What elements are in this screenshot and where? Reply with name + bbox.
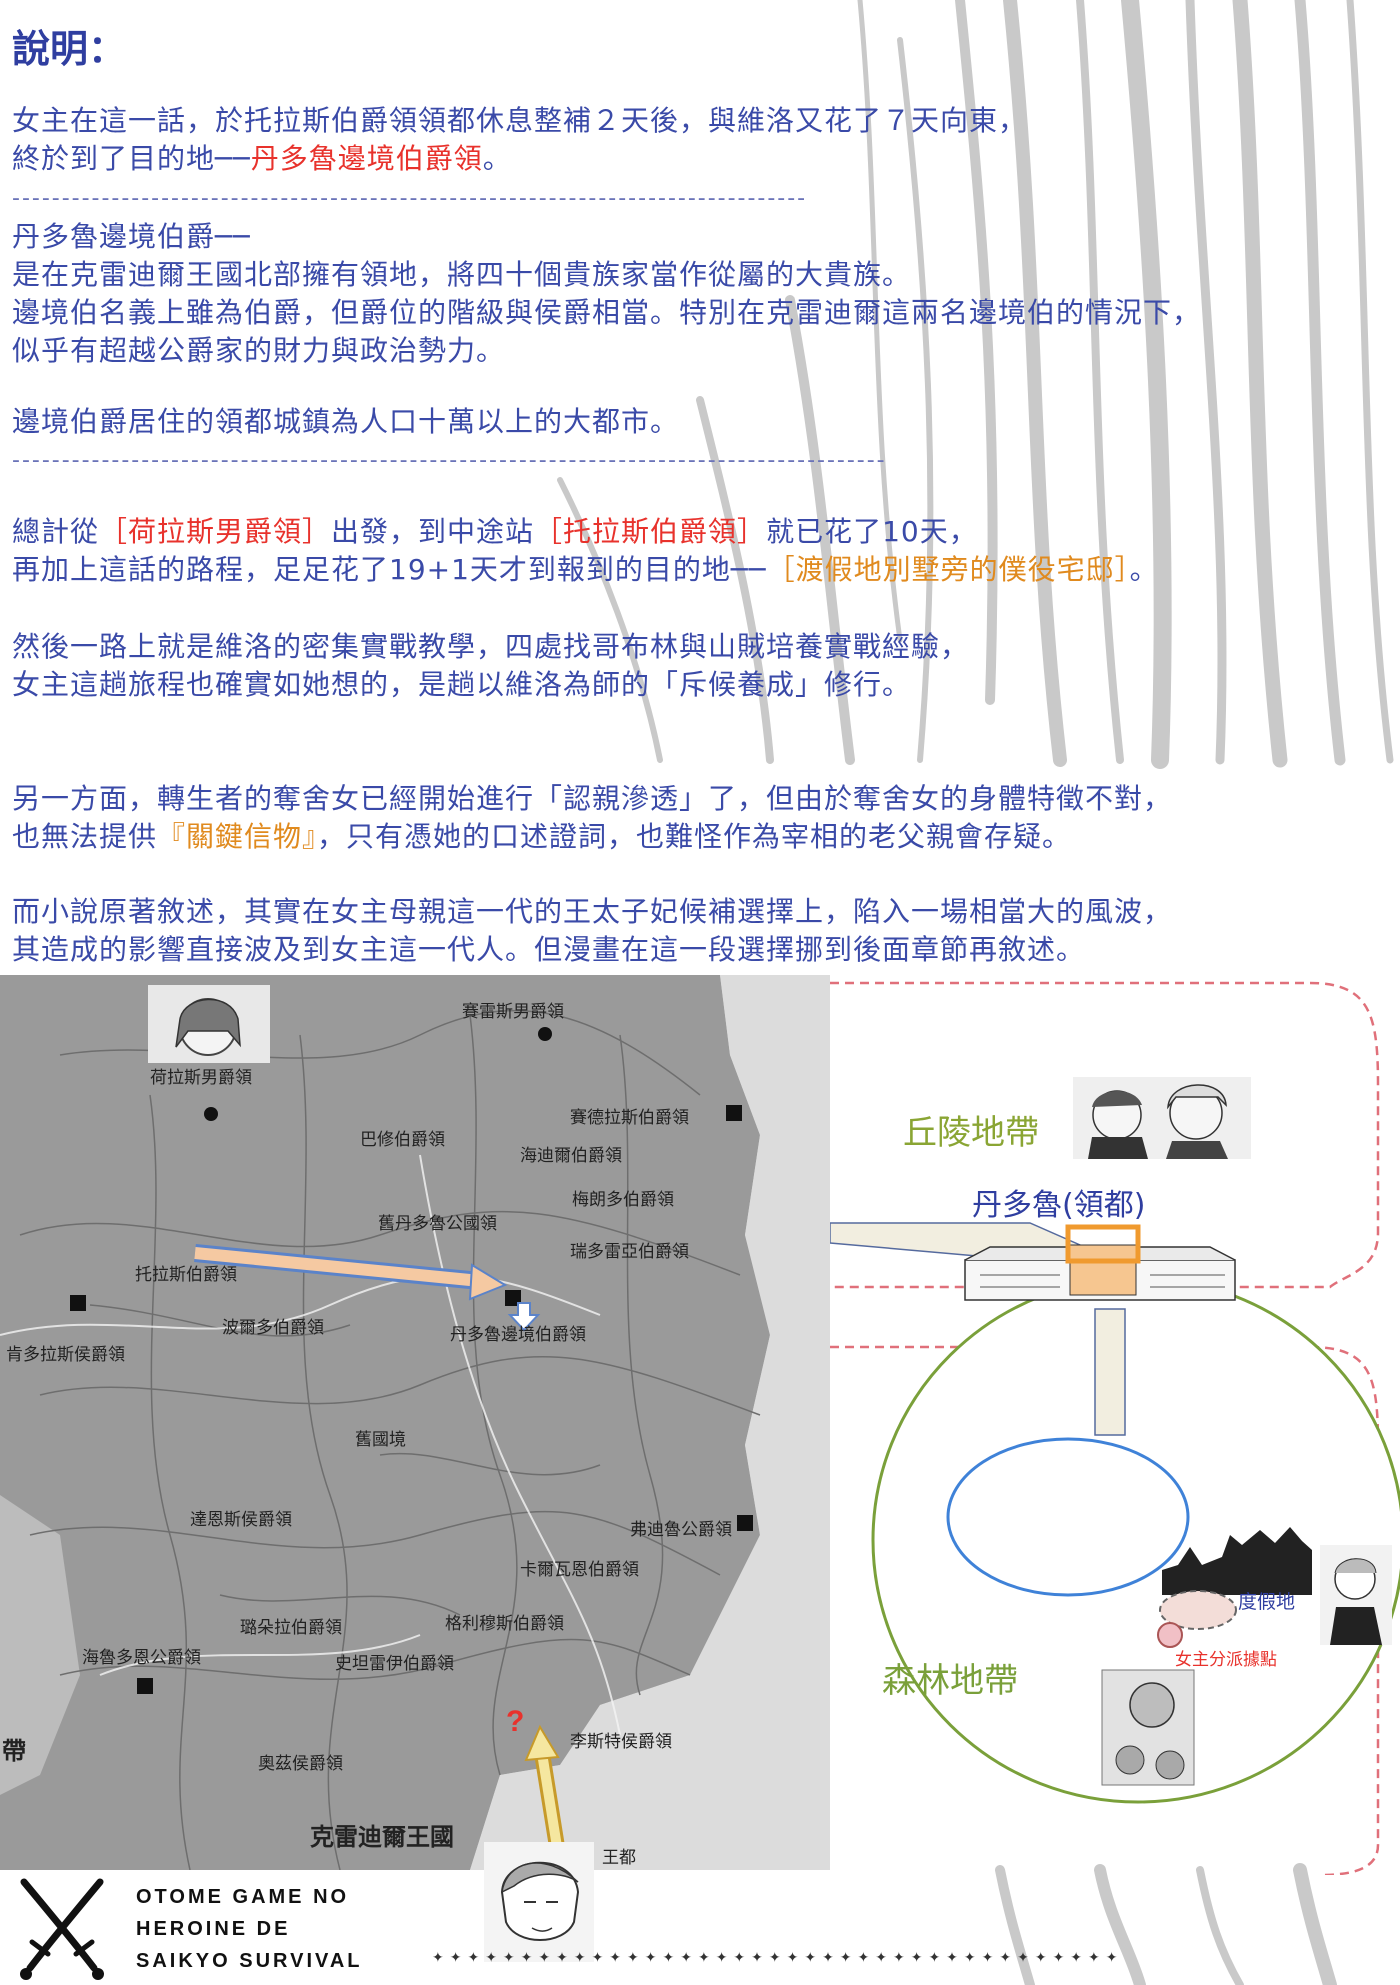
- forest-label: 森林地帶: [882, 1661, 1018, 1701]
- diagram-shapes: [830, 981, 1400, 1875]
- footer-title-line2: HEROINE DE: [136, 1918, 291, 1940]
- map-label-1: 荷拉斯男爵領: [150, 1068, 252, 1088]
- para1-line1: 女主在這一話，於托拉斯伯爵領領都休息整補２天後，與維洛又花了７天向東，: [12, 104, 1028, 137]
- map-label-14: 弗迪魯公爵領: [630, 1520, 732, 1540]
- para2-line2: 是在克雷迪爾王國北部擁有領地，將四十個貴族家當作從屬的大貴族。: [12, 258, 912, 291]
- para5-line2: 也無法提供『關鍵信物』，只有憑她的口述證詞，也難怪作為宰相的老父親會存疑。: [12, 820, 1072, 853]
- para2-line3: 邊境伯名義上雖為伯爵，但爵位的階級與侯爵相當。特別在克雷迪爾這兩名邊境伯的情況下…: [12, 296, 1202, 329]
- castle-illustration: [964, 1224, 1236, 1301]
- para5-line1: 另一方面，轉生者的奪舍女已經開始進行「認親滲透」了，但由於奪舍女的身體特徵不對，: [12, 782, 1173, 815]
- kingdom-map: 賽雷斯男爵領 荷拉斯男爵領 巴修伯爵領 賽德拉斯伯爵領 海迪爾伯爵領 梅朗多伯爵…: [0, 975, 830, 1870]
- map-label-0: 賽雷斯男爵領: [462, 1002, 564, 1022]
- dandoru-highlight: 丹多魯邊境伯爵領: [250, 142, 483, 175]
- question-mark: ?: [506, 1705, 525, 1738]
- para4-line2: 女主這趟旅程也確實如她想的，是趟以維洛為師的「斥候養成」修行。: [12, 668, 912, 701]
- para4-line1: 然後一路上就是維洛的密集實戰教學，四處找哥布林與山賊培養實戰經驗，: [12, 630, 970, 663]
- route-arrow-capital: [524, 1724, 566, 1855]
- region-diagram: 丘陵地帶 丹多魯(領都) 森林地帶 度假地 女主分派據點: [830, 975, 1400, 1875]
- para2-line1: 丹多魯邊境伯爵──: [12, 220, 251, 253]
- page-heading: 說明：: [12, 27, 127, 71]
- father-portrait: [484, 1842, 594, 1962]
- para2-line5: 邊境伯爵居住的領都城鎮為人口十萬以上的大都市。: [12, 405, 680, 438]
- crossed-swords-icon: [20, 1878, 104, 1980]
- footer-title-line3: SAIKYO SURVIVAL: [136, 1950, 363, 1972]
- route-arrow-toras: [194, 1244, 541, 1332]
- map-label-3: 賽德拉斯伯爵領: [570, 1108, 689, 1128]
- resort-silhouette: [1162, 1527, 1312, 1595]
- divider-2: ----------------------------------------…: [12, 448, 887, 473]
- map-terrain: [0, 975, 830, 1870]
- butler-portrait: [1320, 1545, 1392, 1645]
- hero-portraits: [1073, 1077, 1251, 1159]
- map-label-16: 璐朵拉伯爵領: [240, 1618, 342, 1638]
- para6-line2: 其造成的影響直接波及到女主這一代人。但漫畫在這一段選擇挪到後面章節再敘述。: [12, 933, 1086, 966]
- footer-star-divider: ✦✦✦✦✦✦✦✦✦✦✦✦✦✦✦✦✦✦✦✦✦✦✦✦✦✦✦✦✦✦✦✦✦✦✦✦✦✦✦: [432, 1950, 1124, 1966]
- divider-1: ----------------------------------------…: [12, 186, 808, 211]
- para3-line1: 總計從［荷拉斯男爵領］出發，到中途站［托拉斯伯爵領］就已花了10天，: [12, 515, 978, 548]
- map-label-19: 史坦雷伊伯爵領: [335, 1654, 454, 1674]
- heroine-portrait: [148, 985, 270, 1063]
- map-label-17: 格利穆斯伯爵領: [445, 1614, 564, 1634]
- map-label-2: 巴修伯爵領: [360, 1130, 445, 1150]
- map-label-15: 卡爾瓦恩伯爵領: [520, 1560, 639, 1580]
- toras-highlight: ［托拉斯伯爵領］: [534, 515, 767, 548]
- map-label-4: 海迪爾伯爵領: [520, 1146, 622, 1166]
- para6-line1: 而小說原著敘述，其實在女主母親這一代的王太子妃候補選擇上，陷入一場相當大的風波，: [12, 895, 1173, 928]
- para3-line2: 再加上這話的路程，足足花了19+1天才到報到的目的地──［渡假地別墅旁的僕役宅邸…: [12, 553, 1159, 586]
- para2-line4: 似乎有超越公爵家的財力與政治勢力。: [12, 334, 506, 367]
- map-label-13: 達恩斯侯爵領: [190, 1510, 292, 1530]
- map-label-9: 波爾多伯爵領: [222, 1318, 324, 1338]
- horas-highlight: ［荷拉斯男爵領］: [99, 515, 332, 548]
- map-label-22: 帶: [2, 1736, 26, 1765]
- map-label-18: 海魯多恩公爵領: [82, 1648, 201, 1668]
- map-label-24: 王都: [602, 1848, 636, 1868]
- footer-title-line1: OTOME GAME NO: [136, 1886, 350, 1908]
- para1-line2: 終於到了目的地──丹多魯邊境伯爵領。: [12, 142, 512, 175]
- key-token-highlight: 『關鍵信物』: [157, 820, 318, 853]
- goblin-portraits: [1101, 1669, 1195, 1786]
- map-label-7: 瑞多雷亞伯爵領: [570, 1242, 689, 1262]
- heroine-base-label: 女主分派據點: [1175, 1650, 1277, 1670]
- map-label-5: 梅朗多伯爵領: [572, 1190, 674, 1210]
- map-label-21: 奧茲侯爵領: [258, 1754, 343, 1774]
- map-label-23: 克雷迪爾王國: [310, 1822, 454, 1851]
- map-label-10: 丹多魯邊境伯爵領: [450, 1325, 586, 1345]
- resort-label: 度假地: [1238, 1591, 1296, 1613]
- map-label-20: 李斯特侯爵領: [570, 1732, 672, 1752]
- map-label-11: 肯多拉斯侯爵領: [6, 1345, 125, 1365]
- map-label-6: 舊丹多魯公國領: [378, 1214, 497, 1234]
- map-label-12: 舊國境: [355, 1430, 406, 1450]
- capital-label: 丹多魯(領都): [972, 1188, 1146, 1223]
- destination-highlight: ［渡假地別墅旁的僕役宅邸］: [766, 553, 1130, 586]
- map-label-8: 托拉斯伯爵領: [135, 1265, 237, 1285]
- hills-label: 丘陵地帶: [903, 1113, 1039, 1153]
